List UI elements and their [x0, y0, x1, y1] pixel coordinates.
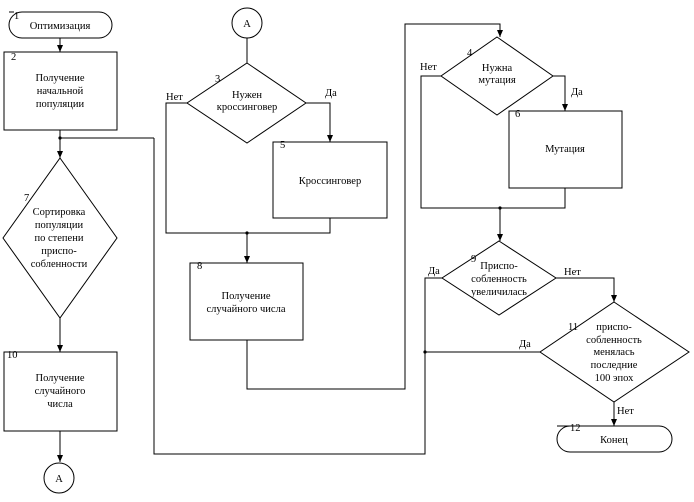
b3-no-label: Нет — [166, 92, 183, 103]
b7-line-3: приспо- — [41, 246, 77, 257]
block-4-mutation-decision — [440, 36, 554, 116]
num-8: 8 — [197, 261, 202, 272]
block-6-mutation — [508, 110, 623, 189]
connector-a-top — [231, 7, 263, 39]
b10-line-1: случайного — [35, 386, 86, 397]
block-9-fitness-decision — [441, 240, 557, 316]
block-12-end — [556, 425, 673, 453]
b2-line-1: начальной — [37, 86, 84, 97]
b10-line-0: Получение — [35, 373, 84, 384]
b5-line-0: Кроссинговер — [299, 176, 361, 187]
b10-line-2: числа — [47, 399, 73, 410]
block-2-initial-population — [3, 51, 118, 131]
block-texts: Оптимизация Получение начальной популяци… — [30, 19, 642, 485]
b12-line-0: Конец — [600, 435, 628, 446]
block-5-crossover — [272, 141, 388, 219]
block-11-epochs-decision — [539, 301, 690, 403]
block-1-start — [8, 11, 113, 39]
b3-yes-label: Да — [325, 88, 337, 99]
number-ticks — [4, 11, 570, 427]
num-4: 4 — [467, 48, 473, 59]
b9-line-0: Приспо- — [480, 261, 518, 272]
connector-a-top-label: А — [243, 19, 251, 30]
b3-line-0: Нужен — [232, 90, 262, 101]
num-6: 6 — [515, 109, 520, 120]
b7-line-1: популяции — [35, 220, 84, 231]
b11-yes-label: Да — [519, 339, 531, 350]
b11-line-1: собленность — [586, 335, 642, 346]
num-12: 12 — [570, 423, 581, 434]
b2-line-2: популяции — [36, 99, 85, 110]
arrowheads — [57, 30, 617, 462]
block-8-random-number — [189, 262, 304, 341]
num-3: 3 — [215, 74, 220, 85]
num-10: 10 — [7, 350, 18, 361]
block-numbers: 1 2 7 10 3 5 8 4 6 9 11 12 — [7, 11, 581, 434]
connector-a-bottom — [43, 462, 75, 494]
num-9: 9 — [471, 254, 476, 265]
num-7: 7 — [24, 193, 29, 204]
num-1: 1 — [14, 11, 19, 22]
num-2: 2 — [11, 52, 16, 63]
b9-no-label: Нет — [564, 267, 581, 278]
b3-line-1: кроссинговер — [217, 102, 278, 113]
junction-dots — [58, 136, 502, 354]
b1-line-0: Оптимизация — [30, 21, 91, 32]
b6-line-0: Мутация — [545, 144, 585, 155]
b7-line-4: собленности — [31, 259, 88, 270]
b2-line-0: Получение — [35, 73, 84, 84]
b11-line-0: приспо- — [596, 322, 632, 333]
num-5: 5 — [280, 140, 285, 151]
b4-line-1: мутация — [478, 75, 516, 86]
b8-line-1: случайного числа — [207, 304, 286, 315]
b11-line-3: последние — [591, 360, 638, 371]
num-11: 11 — [568, 322, 578, 333]
b4-yes-label: Да — [571, 87, 583, 98]
b4-line-0: Нужна — [482, 63, 513, 74]
b9-yes-label: Да — [428, 266, 440, 277]
b11-line-2: менялась — [593, 347, 634, 358]
b11-no-label: Нет — [617, 406, 634, 417]
block-7-sort-decision — [2, 157, 118, 319]
b7-line-2: по степени — [35, 233, 84, 244]
connectors — [59, 23, 615, 462]
branch-labels: Нет Да Нет Да Да Нет Да Нет — [166, 62, 634, 417]
b9-line-2: увеличилась — [471, 287, 527, 298]
b7-line-0: Сортировка — [33, 207, 86, 218]
connector-a-bottom-label: А — [55, 474, 63, 485]
block-3-crossover-decision — [186, 62, 307, 144]
b8-line-0: Получение — [221, 291, 270, 302]
b4-no-label: Нет — [420, 62, 437, 73]
b9-line-1: собленность — [471, 274, 527, 285]
b11-line-4: 100 эпох — [595, 373, 634, 384]
block-10-random-number — [3, 351, 118, 432]
